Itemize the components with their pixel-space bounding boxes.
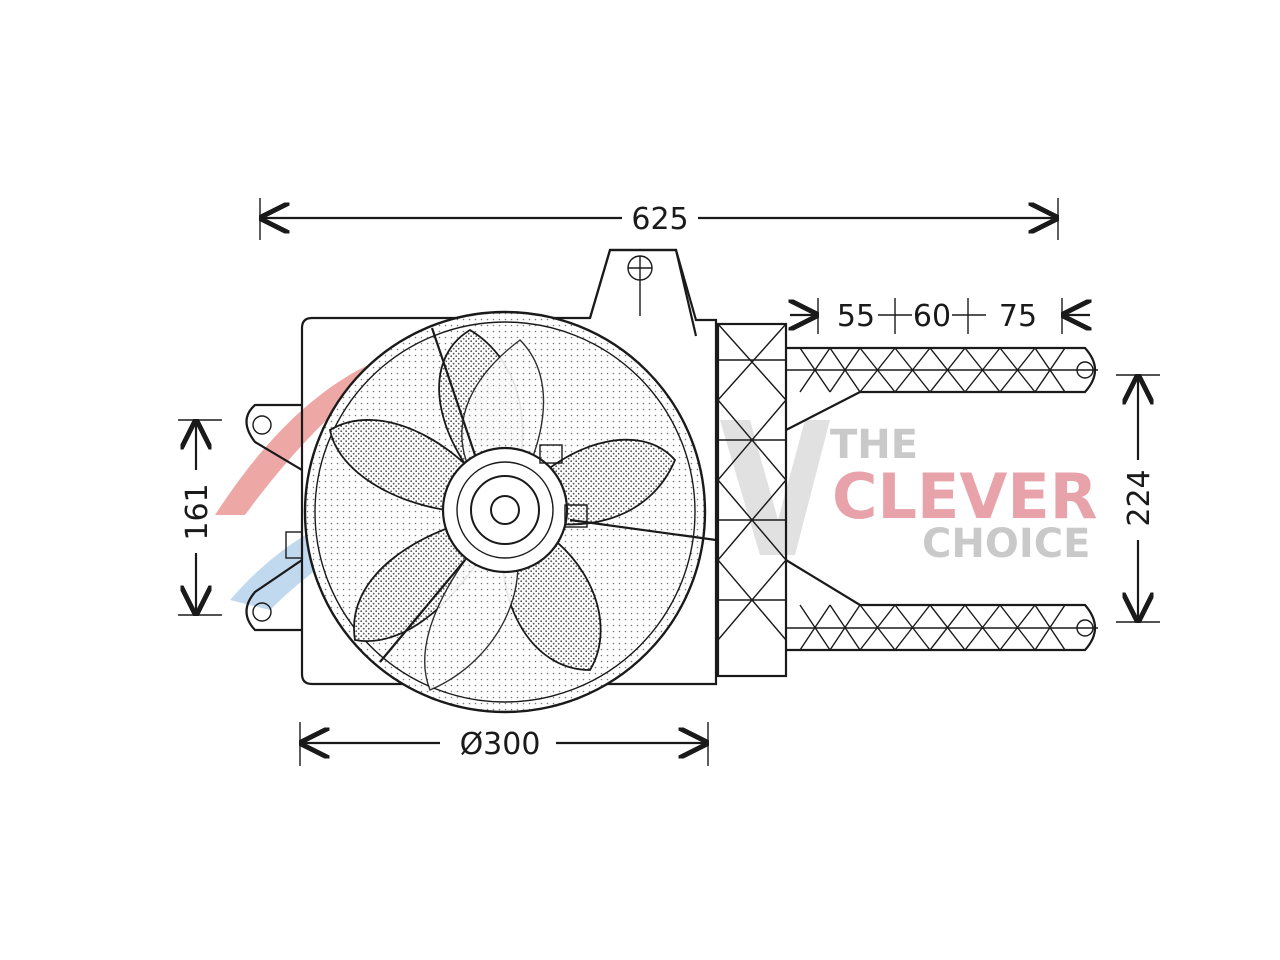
swoosh-blue-logo <box>230 498 470 610</box>
fan-struts <box>379 327 717 663</box>
right-truss-bracket <box>716 322 1098 678</box>
dimension-segments: 55 60 75 <box>790 298 1090 334</box>
dimension-left-height: 161 <box>178 420 222 615</box>
swoosh-red-logo <box>215 345 430 515</box>
dimension-label-75: 75 <box>999 299 1037 334</box>
dimension-label-60: 60 <box>913 299 951 334</box>
fan-assembly <box>303 310 717 714</box>
dimension-label-161: 161 <box>180 483 215 540</box>
top-mount-bracket <box>588 248 698 337</box>
dimension-overall-width: 625 <box>260 198 1058 240</box>
fan-shroud-outline <box>300 248 718 686</box>
watermark-line-clever: CLEVER <box>832 460 1097 533</box>
watermark-text: THE CLEVER CHOICE <box>830 422 1097 567</box>
dimension-right-height: 224 <box>1116 375 1160 622</box>
watermark-line-choice: CHOICE <box>922 521 1090 567</box>
motor-hub <box>441 444 588 574</box>
watermark-line-the: THE <box>830 422 918 468</box>
dimension-label-224: 224 <box>1122 469 1157 526</box>
dimension-label-55: 55 <box>837 299 875 334</box>
left-mount-lugs <box>245 403 303 632</box>
dimension-fan-diameter: Ø300 <box>300 722 708 766</box>
dimension-label-diameter-300: Ø300 <box>460 727 541 762</box>
dimension-label-625: 625 <box>631 202 688 237</box>
